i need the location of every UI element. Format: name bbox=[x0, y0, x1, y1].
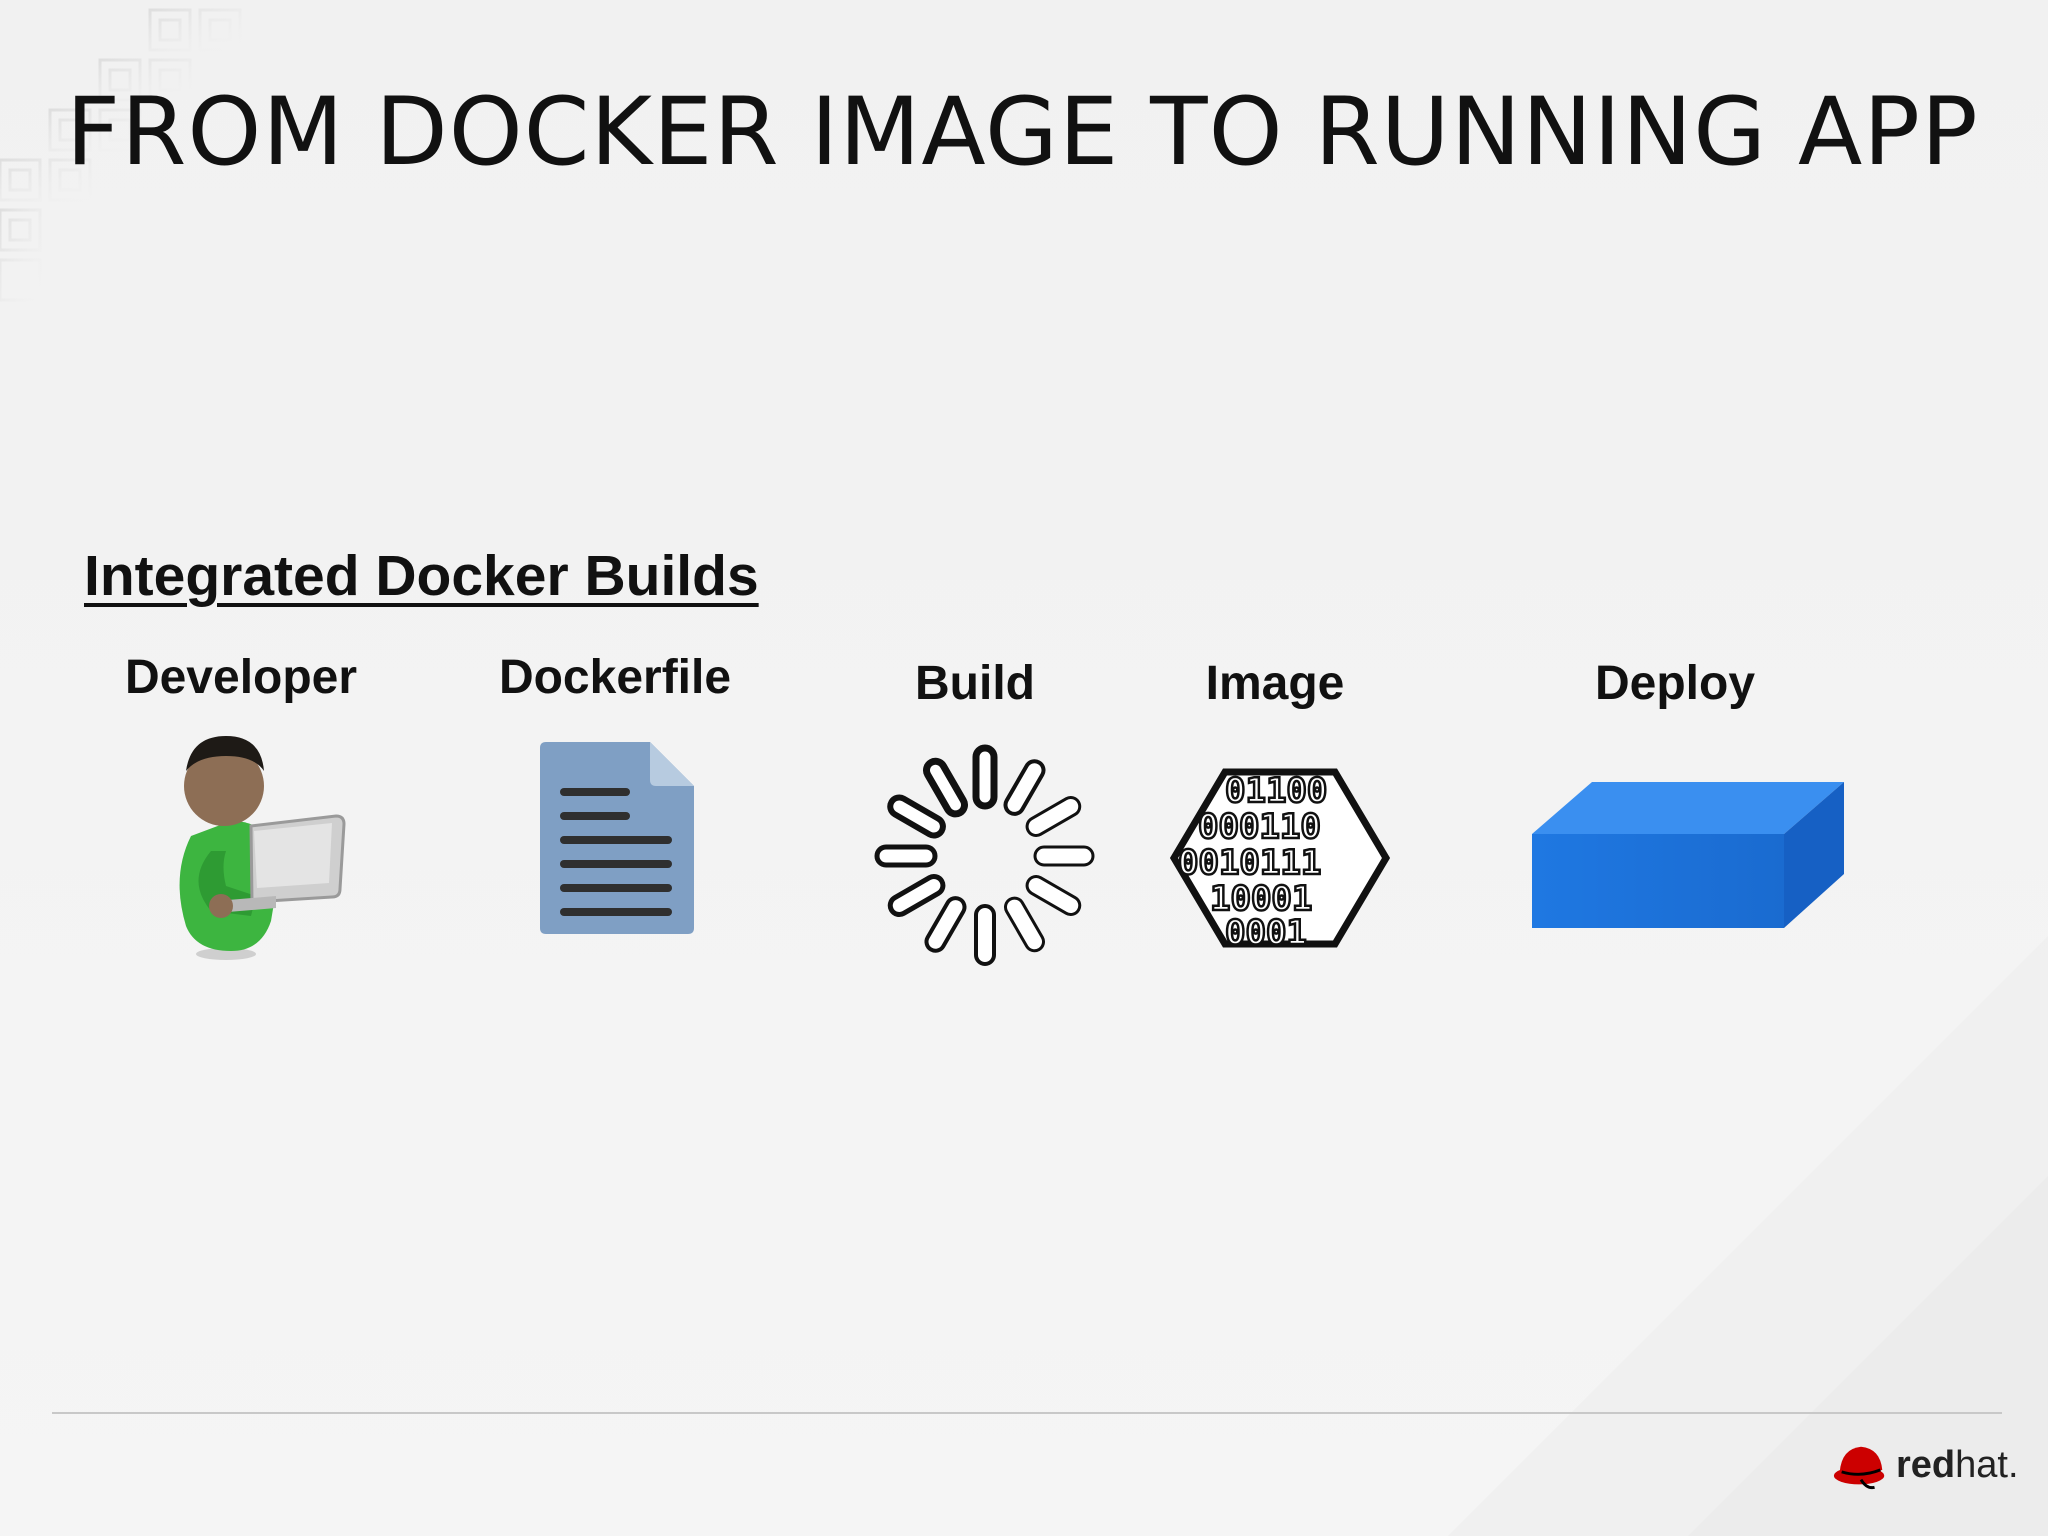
document-icon bbox=[540, 738, 700, 938]
step-build: Build bbox=[830, 656, 1120, 976]
blue-box-icon bbox=[1528, 778, 1848, 938]
binary-row: 000110 bbox=[1198, 807, 1321, 847]
step-label: Build bbox=[830, 656, 1120, 711]
step-label: Image bbox=[1130, 656, 1420, 711]
developer-with-laptop-icon bbox=[156, 716, 356, 966]
step-label: Dockerfile bbox=[470, 650, 760, 705]
brand-light: hat. bbox=[1955, 1444, 2018, 1486]
step-developer: Developer bbox=[96, 650, 386, 970]
redhat-wordmark: redhat. bbox=[1896, 1444, 2019, 1487]
step-deploy: Deploy bbox=[1530, 656, 1820, 956]
redhat-logo: redhat. bbox=[1832, 1440, 2012, 1500]
step-label: Developer bbox=[96, 650, 386, 705]
binary-row: 0001 bbox=[1225, 913, 1307, 948]
footer-divider bbox=[52, 1412, 2002, 1414]
brand-bold: red bbox=[1896, 1444, 1955, 1486]
step-label: Deploy bbox=[1530, 656, 1820, 711]
binary-row: 01100 bbox=[1225, 771, 1327, 811]
step-image: Image 01100 000110 0010111 10001 0001 bbox=[1130, 656, 1420, 956]
binary-row: 0010111 bbox=[1178, 843, 1321, 883]
shadowman-hat-icon bbox=[1832, 1442, 1890, 1492]
section-heading: Integrated Docker Builds bbox=[84, 543, 759, 609]
spinner-icon bbox=[865, 736, 1105, 976]
step-dockerfile: Dockerfile bbox=[470, 650, 760, 950]
binary-hexagon-icon: 01100 000110 0010111 10001 0001 bbox=[1170, 768, 1390, 948]
slide-title: FROM DOCKER IMAGE TO RUNNING APP bbox=[66, 78, 1986, 187]
